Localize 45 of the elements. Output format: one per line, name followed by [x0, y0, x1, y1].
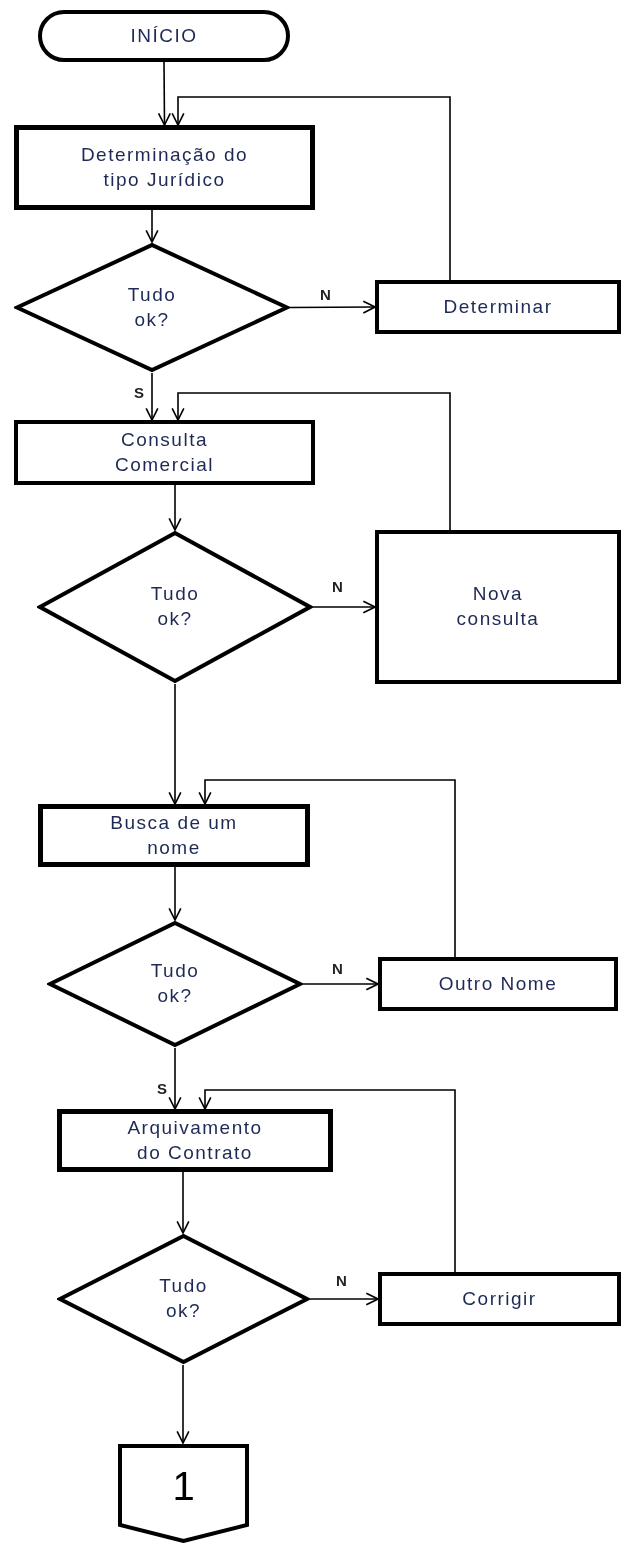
arrow	[302, 977, 379, 991]
arrow	[168, 683, 182, 805]
process-box	[57, 1109, 333, 1172]
node-text: Tudo ok?	[149, 582, 201, 631]
arrow	[176, 1364, 190, 1444]
arrow	[198, 1089, 456, 1273]
arrow	[168, 484, 182, 531]
process-box	[38, 804, 310, 867]
node-text: Tudo ok?	[126, 282, 178, 332]
terminal-box	[38, 10, 290, 62]
process-box	[375, 280, 621, 334]
node-text: Consulta Comercial	[114, 427, 215, 477]
node-text: Determinar	[443, 294, 553, 319]
process-box	[375, 530, 621, 684]
node-text: Busca de um nome	[109, 810, 239, 860]
arrow	[171, 96, 451, 281]
decision-diamond	[37, 530, 313, 684]
process-box	[378, 1272, 621, 1326]
arrow	[145, 372, 159, 421]
node-text: Corrigir	[462, 1286, 537, 1311]
decision-diamond	[57, 1233, 310, 1365]
arrow	[309, 1292, 379, 1306]
arrow	[289, 300, 376, 314]
node-text: Outro Nome	[438, 971, 558, 996]
decision-diamond	[47, 920, 303, 1048]
arrow	[168, 1047, 182, 1110]
arrow	[168, 866, 182, 921]
node-text: Tudo ok?	[158, 1274, 209, 1323]
arrow	[171, 392, 451, 531]
node-text: Determinação do tipo Jurídico	[79, 142, 250, 192]
process-box	[378, 957, 618, 1011]
arrow	[157, 61, 172, 126]
arrow	[145, 209, 159, 243]
node-text: Nova consulta	[455, 582, 541, 631]
off-page-connector	[117, 1443, 250, 1543]
node-text: Tudo ok?	[149, 959, 201, 1008]
arrow	[312, 600, 376, 614]
connector-number: 1	[172, 1463, 195, 1510]
node-text: INÍCIO	[130, 23, 198, 48]
process-box	[14, 125, 315, 210]
node-text: Arquivamento do Contrato	[126, 1115, 264, 1165]
arrow	[198, 779, 456, 958]
process-box	[14, 420, 315, 485]
arrow	[176, 1171, 190, 1234]
decision-diamond	[14, 242, 290, 373]
